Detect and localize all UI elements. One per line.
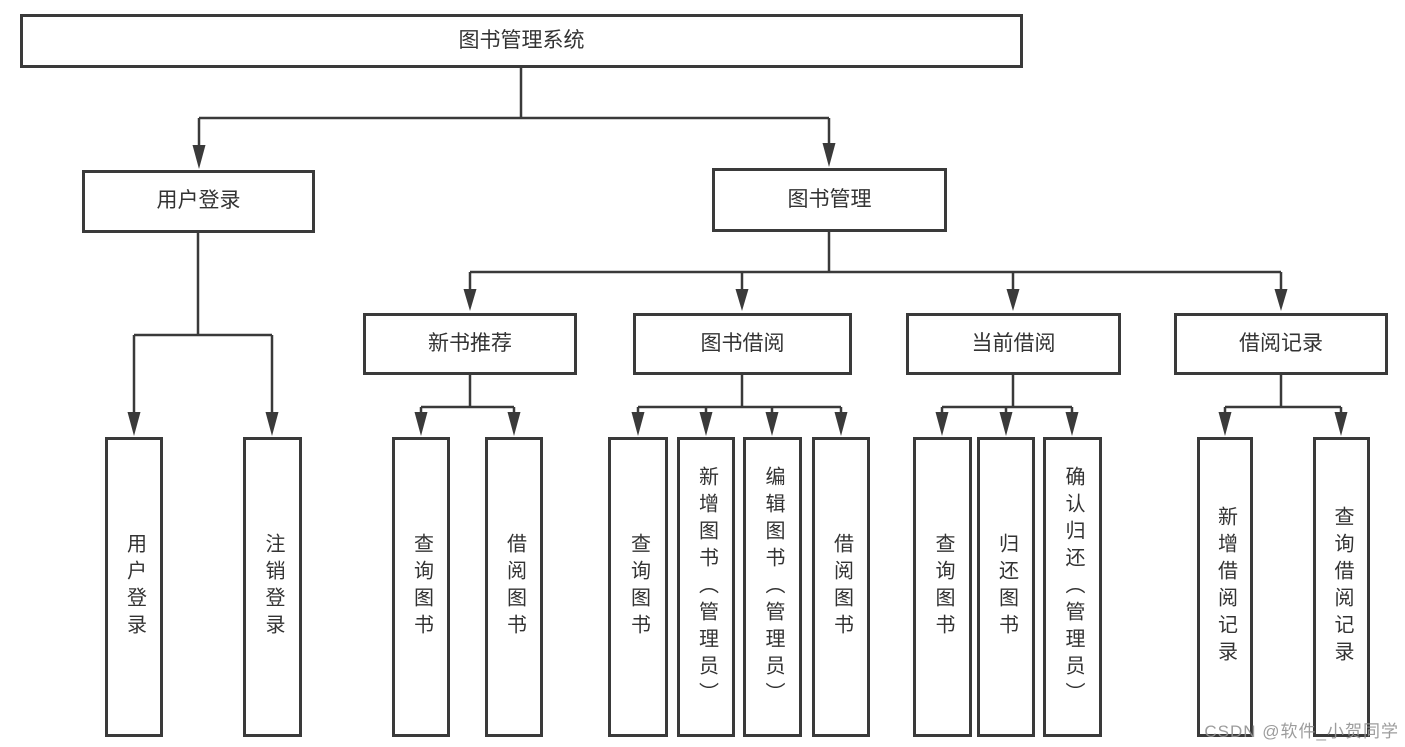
connector-user-login	[132, 233, 274, 415]
node-book-borrow: 图书借阅	[633, 313, 852, 375]
node-leaf-return-book: 归还图书	[977, 437, 1035, 737]
node-leaf-edit-book-admin: 编辑图书（管理员）	[743, 437, 802, 737]
connector-book-mgmt	[468, 232, 1283, 292]
node-new-book-recommend: 新书推荐	[363, 313, 577, 375]
node-leaf-query-book-3: 查询图书	[913, 437, 972, 737]
node-leaf-query-book-1: 查询图书	[392, 437, 450, 737]
connector-current-borrow	[940, 375, 1074, 415]
connector-book-borrow	[636, 375, 843, 415]
node-user-login: 用户登录	[82, 170, 315, 233]
node-leaf-borrow-book-1: 借阅图书	[485, 437, 543, 737]
node-leaf-user-login: 用户登录	[105, 437, 163, 737]
node-leaf-logout: 注销登录	[243, 437, 302, 737]
node-leaf-confirm-return-admin: 确认归还（管理员）	[1043, 437, 1102, 737]
node-leaf-borrow-book-2: 借阅图书	[812, 437, 870, 737]
connector-new-books	[419, 375, 516, 415]
node-leaf-add-book-admin: 新增图书（管理员）	[677, 437, 735, 737]
node-root-system: 图书管理系统	[20, 14, 1023, 68]
connector-borrow-records	[1223, 375, 1343, 415]
node-leaf-add-borrow-record: 新增借阅记录	[1197, 437, 1253, 737]
node-borrow-records: 借阅记录	[1174, 313, 1388, 375]
node-leaf-query-borrow-record: 查询借阅记录	[1313, 437, 1370, 737]
node-current-borrow: 当前借阅	[906, 313, 1121, 375]
node-book-management: 图书管理	[712, 168, 947, 232]
csdn-watermark: CSDN @软件_小贺同学	[1204, 722, 1399, 741]
node-leaf-query-book-2: 查询图书	[608, 437, 668, 737]
connector-root	[197, 68, 831, 148]
